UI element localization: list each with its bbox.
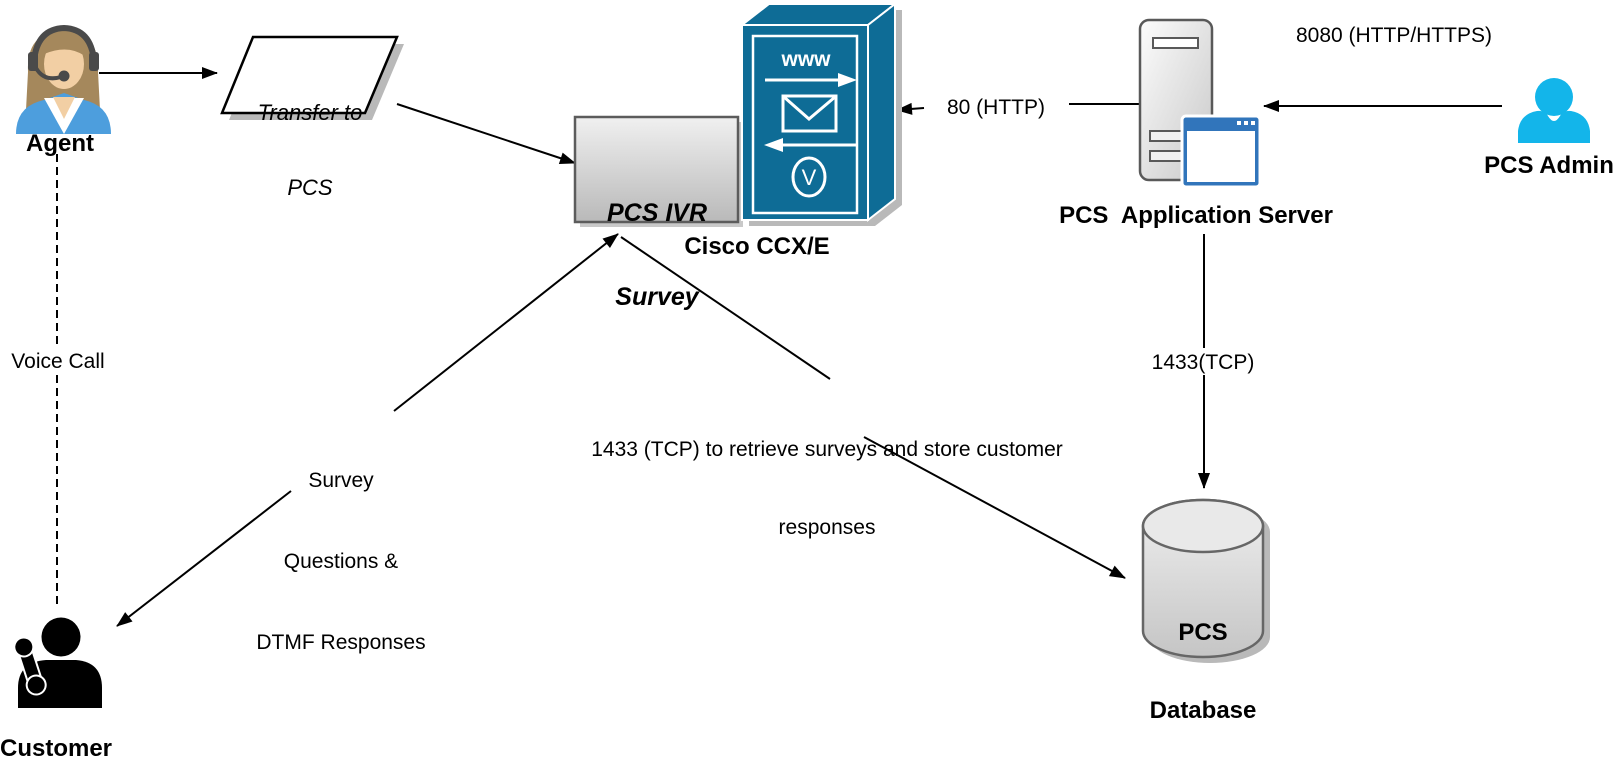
edge-transfer-to-ivr — [396, 103, 576, 164]
pcs-admin-label: PCS Admin — [1484, 152, 1614, 179]
cisco-ccx-label: Cisco CCX/E — [684, 233, 830, 260]
phone-handset-icon — [13, 636, 47, 696]
ivr-survey-box — [573, 115, 743, 227]
agent-label: Agent — [26, 130, 94, 157]
database-label: PCS Database — [1149, 619, 1257, 724]
port-1433-label: 1433(TCP) — [1147, 350, 1259, 376]
person-phone-icon — [13, 617, 102, 708]
database-cylinder-icon — [1141, 498, 1270, 663]
edge-ivr-to-db-seg1 — [620, 236, 831, 380]
cisco-ccx-cube-icon: www V — [739, 1, 902, 226]
ccx-v-text: V — [802, 165, 817, 190]
transfer-parallelogram — [220, 35, 404, 120]
voice-call-label: Voice Call — [7, 349, 109, 375]
connectors — [56, 67, 1502, 627]
person-icon — [1518, 78, 1590, 143]
customer-label: Customer — [0, 735, 113, 760]
app-server-label: PCS Application Server — [1059, 202, 1333, 229]
port-8080-label: 8080 (HTTP/HTTPS) — [1295, 24, 1493, 47]
edge-customer-to-ivr — [393, 233, 619, 412]
port-80-label: 80 (HTTP) — [942, 95, 1050, 121]
ccx-www-text: www — [780, 48, 831, 71]
transfer-pcs-label: Transfer to PCS — [257, 100, 363, 200]
survey-dtmf-label: Survey Questions & DTMF Responses — [256, 469, 426, 654]
edge-ivr-to-customer — [116, 490, 292, 627]
edge-ivr-to-db-seg2 — [863, 436, 1126, 579]
ivr-survey-label: PCS IVR Survey — [606, 199, 708, 311]
agent-headset-icon — [16, 24, 111, 134]
tcp-retrieve-label: 1433 (TCP) to retrieve surveys and store… — [591, 438, 1063, 539]
server-tower-browser-icon — [1138, 18, 1262, 189]
